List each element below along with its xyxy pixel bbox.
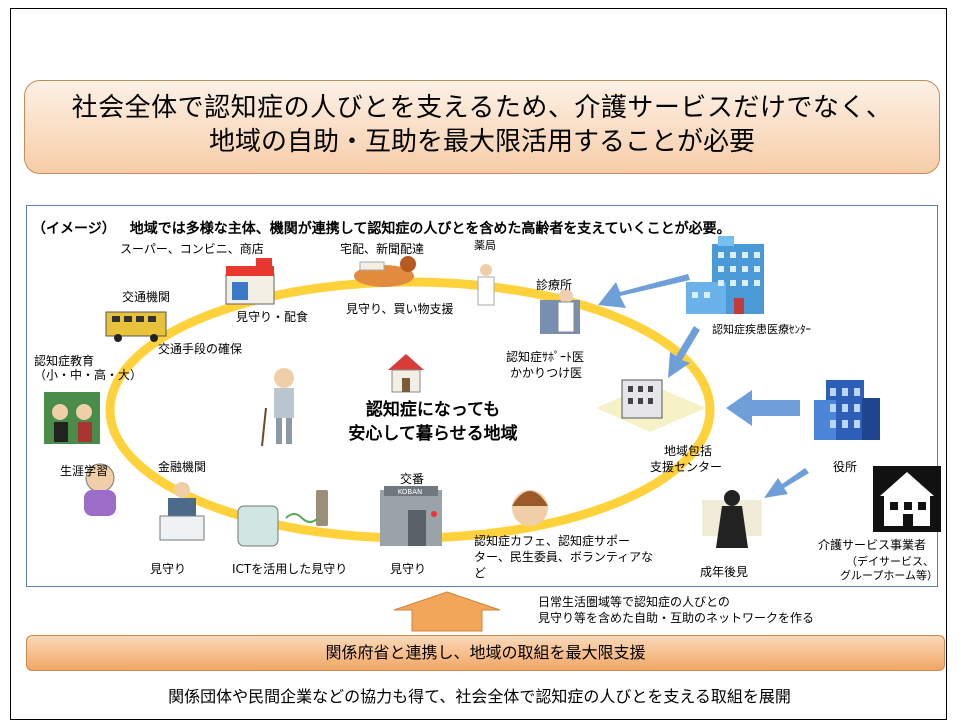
label-watch-meal: 見守り・配食 (236, 310, 309, 324)
label-dementia-education-sub: （小・中・高・大） (34, 368, 143, 382)
arrow-center-to-community (668, 326, 700, 378)
banner-line-2: 地域の自助・互助を最大限活用することが必要 (208, 127, 755, 157)
care-home-icon (873, 466, 941, 532)
bank-teller-icon (159, 482, 205, 541)
store-icon (225, 258, 275, 305)
up-arrow-icon (393, 591, 501, 632)
bus-icon (105, 311, 167, 342)
community-center-icon (596, 379, 706, 432)
elderly-man-icon (261, 368, 294, 447)
ict-device-icon (237, 490, 328, 547)
clinic-icon (540, 289, 580, 334)
arrow-office-to-guardianship (764, 468, 809, 498)
home-icon (388, 354, 424, 393)
label-community-center-1: 地域包括 (664, 444, 713, 458)
label-care-provider-sub1: （デイサービス、 (846, 555, 934, 568)
label-financial: 金融機関 (158, 460, 207, 474)
label-family-doctor: かかりつけ医 (510, 366, 583, 380)
arrow-note-line-2: 見守り等を含めた自助・互助のネットワークを作る (538, 611, 815, 625)
slide-frame (10, 8, 947, 720)
label-transport: 交通機関 (122, 290, 171, 304)
label-community-center-2: 支援センター (650, 460, 723, 474)
heading-text: 地域では多様な主体、機関が連携して認知症の人びとを含めた高齢者を支えていくことが… (129, 221, 731, 237)
label-city-office: 役所 (833, 460, 858, 474)
hospital-building-icon (686, 236, 764, 314)
arrow-note-line-1: 日常生活圏域等で認知症の人びとの (538, 595, 730, 609)
arrow-office-to-community (726, 390, 800, 426)
city-office-icon (814, 380, 880, 440)
label-care-provider: 介護サービス事業者 (818, 538, 927, 552)
volunteer-woman-icon (512, 490, 548, 526)
top-banner: 社会全体で認知症の人びとを支えるため、介護サービスだけでなく、 地域の自助・互助… (24, 80, 940, 174)
koban-sign: KOBAN (398, 488, 423, 496)
label-support-doctor: 認知症ｻﾎﾟｰﾄ医 (506, 350, 585, 364)
label-delivery: 宅配、新聞配達 (340, 242, 425, 256)
support-bar: 関係府省と連携し、地域の取組を最大限支援 (26, 635, 945, 671)
label-care-provider-sub2: グループホーム等） (840, 569, 939, 582)
image-label: （イメージ） (32, 221, 116, 237)
label-dementia-education: 認知症教育 (34, 354, 95, 368)
delivery-icon (354, 256, 416, 287)
label-police-box: 交番 (400, 472, 425, 486)
label-guardianship: 成年後見 (700, 565, 749, 579)
label-watch-1: 見守り (150, 562, 187, 576)
arrow-note: 日常生活圏域等で認知症の人びとの 見守り等を含めた自助・互助のネットワークを作る (538, 594, 814, 626)
banner-line-1: 社会全体で認知症の人びとを支えるため、介護サービスだけでなく、 (71, 93, 893, 123)
label-watch-shopping: 見守り、買い物支援 (346, 302, 454, 316)
label-cafe-3: ど (474, 566, 487, 580)
label-lifelong-learning: 生涯学習 (60, 464, 109, 478)
label-dementia-center: 認知症疾患医療ｾﾝﾀｰ (712, 323, 811, 336)
label-cafe-2: ター、民生委員、ボランティアな (474, 550, 654, 564)
center-line-2: 安心して暮らせる地域 (348, 424, 518, 444)
center-message: 認知症になっても 安心して暮らせる地域 (333, 398, 533, 446)
center-line-1: 認知症になっても (365, 400, 501, 420)
elderly-learner-icon (84, 463, 116, 516)
label-ict-watch: ICTを活用した見守り (232, 562, 348, 576)
label-pharmacy: 薬局 (474, 239, 496, 252)
label-clinic: 診療所 (536, 278, 573, 292)
label-cafe-1: 認知症カフェ、認知症サポー (474, 534, 631, 548)
guardianship-icon (702, 490, 762, 548)
bottom-caption: 関係団体や民間企業などの協力も得て、社会全体で認知症の人びとを支える取組を展開 (168, 687, 791, 706)
pharmacist-icon (477, 264, 495, 306)
label-supermarket: スーパー、コンビニ、商店 (120, 242, 264, 256)
diagram-heading: （イメージ） 地域では多様な主体、機関が連携して認知症の人びとを含めた高齢者を支え… (32, 218, 731, 238)
label-transport-means: 交通手段の確保 (158, 342, 243, 356)
police-box-icon: KOBAN (380, 486, 442, 546)
arrow-center-to-clinic (598, 274, 690, 308)
label-watch-2: 見守り (390, 562, 427, 576)
graduates-icon (44, 392, 100, 444)
